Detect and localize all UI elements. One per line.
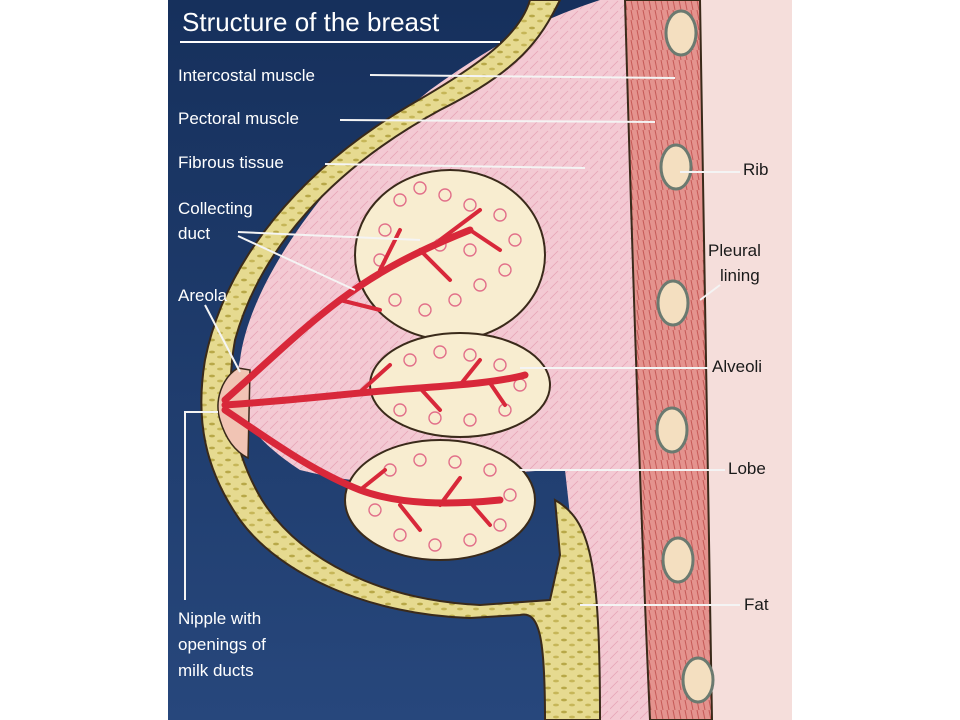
- label-nipple-line1: Nipple with: [178, 609, 261, 628]
- ribs: [655, 9, 715, 704]
- milk-ducts: [221, 208, 529, 532]
- label-lobe: Lobe: [728, 459, 766, 478]
- label-areola: Areola: [178, 286, 228, 305]
- label-nipple-line3: milk ducts: [178, 661, 254, 680]
- label-pleural-line1: Pleural: [708, 241, 761, 260]
- label-alveoli: Alveoli: [712, 357, 762, 376]
- label-intercostal-muscle: Intercostal muscle: [178, 66, 315, 85]
- label-collecting-duct-line1: Collecting: [178, 199, 253, 218]
- leader-lines: [184, 74, 740, 606]
- label-pleural-line2: lining: [720, 266, 760, 285]
- chest-wall-skin: [700, 0, 792, 720]
- outer-fat-layer: [200, 0, 602, 720]
- label-rib: Rib: [743, 160, 769, 179]
- label-collecting-duct-line2: duct: [178, 224, 210, 243]
- label-fibrous-tissue: Fibrous tissue: [178, 153, 284, 172]
- label-nipple-line2: openings of: [178, 635, 266, 654]
- diagram-title: Structure of the breast: [182, 7, 440, 37]
- label-fat: Fat: [744, 595, 769, 614]
- label-pectoral-muscle: Pectoral muscle: [178, 109, 299, 128]
- muscle-band: [623, 0, 714, 720]
